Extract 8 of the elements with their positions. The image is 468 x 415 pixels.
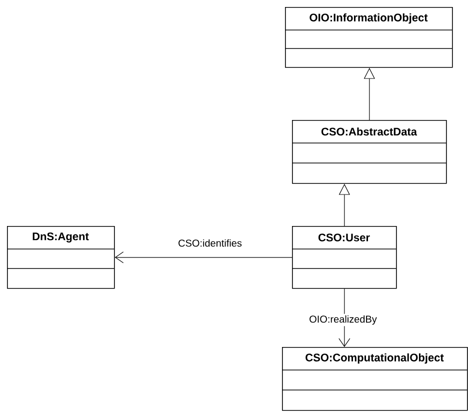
class-box: CSO:ComputationalObject <box>282 347 468 411</box>
edge-label: CSO:identifies <box>176 238 244 248</box>
class-box: CSO:User <box>292 226 397 289</box>
class-box: DnS:Agent <box>6 226 115 289</box>
arrow <box>114 252 292 264</box>
edge-label: OIO:realizedBy <box>308 314 378 326</box>
class-box: CSO:AbstractData <box>292 120 447 184</box>
class-box: OIO:InformationObject <box>284 7 453 68</box>
